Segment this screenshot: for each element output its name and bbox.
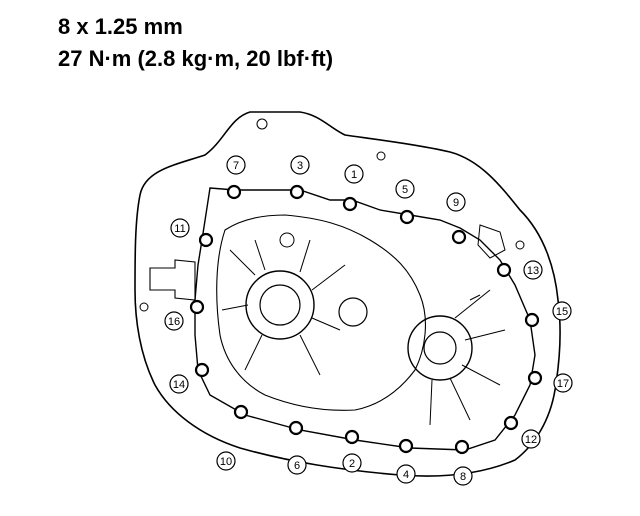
countershaft-bore	[338, 297, 368, 327]
callout-6: 6	[287, 455, 307, 475]
shift-shaft-bore	[279, 232, 295, 248]
callout-16: 16	[164, 311, 184, 331]
bolt	[524, 312, 540, 328]
bolt-size-label: 8 x 1.25 mm	[58, 14, 183, 39]
bolt	[496, 262, 512, 278]
callout-label: 16	[168, 316, 180, 328]
callout-label: 6	[294, 460, 300, 472]
torque-spec-label: 27 N·m (2.8 kg·m, 20 lbf·ft)	[58, 46, 334, 71]
callout-label: 2	[349, 458, 355, 470]
case-hole	[515, 240, 525, 250]
bolt	[344, 429, 360, 445]
callout-8: 8	[453, 466, 473, 486]
callout-label: 10	[220, 456, 232, 468]
callout-14: 14	[169, 374, 189, 394]
callout-4: 4	[396, 464, 416, 484]
callout-label: 3	[297, 160, 303, 172]
bolt	[233, 404, 249, 420]
callout-13: 13	[523, 260, 543, 280]
bolt	[342, 196, 358, 212]
callout-9: 9	[446, 192, 466, 212]
callout-label: 4	[403, 469, 409, 481]
callout-7: 7	[226, 155, 246, 175]
flange-outline	[194, 187, 536, 451]
callout-label: 1	[351, 169, 357, 181]
bolt	[198, 232, 214, 248]
callout-label: 8	[460, 471, 466, 483]
flange-bracket	[477, 224, 506, 259]
callout-2: 2	[342, 453, 362, 473]
callout-label: 5	[402, 184, 408, 196]
bolt	[399, 209, 415, 225]
callout-label: 17	[557, 378, 569, 390]
case-hole	[256, 118, 268, 130]
case-outer-outline	[134, 111, 561, 477]
case-hole	[139, 302, 149, 312]
callout-label: 13	[527, 265, 539, 277]
case-hole	[376, 151, 386, 161]
bolt	[527, 370, 543, 386]
callout-11: 11	[170, 218, 190, 238]
bolt	[454, 439, 470, 455]
bolt	[288, 420, 304, 436]
callout-label: 11	[174, 223, 185, 235]
bolt	[451, 229, 467, 245]
bolt	[398, 438, 414, 454]
bolt	[194, 362, 210, 378]
callout-12: 12	[521, 429, 541, 449]
callout-10: 10	[216, 451, 236, 471]
callout-17: 17	[553, 373, 573, 393]
bolt	[503, 415, 519, 431]
differential-bore-inner	[423, 331, 457, 365]
differential-bore	[407, 315, 473, 381]
case-ribs	[221, 239, 506, 426]
callout-5: 5	[395, 179, 415, 199]
callout-15: 15	[552, 301, 572, 321]
callout-label: 9	[453, 197, 459, 209]
inner-web-outline	[216, 214, 426, 411]
callout-label: 7	[233, 160, 239, 172]
callout-3: 3	[290, 155, 310, 175]
callout-1: 1	[344, 164, 364, 184]
mainshaft-bore	[245, 270, 315, 340]
bolt	[189, 299, 205, 315]
callout-label: 15	[556, 306, 568, 318]
callout-label: 12	[525, 434, 537, 446]
bolt	[226, 184, 242, 200]
callout-label: 14	[173, 379, 185, 391]
bolt	[289, 184, 305, 200]
bolt-set	[189, 184, 543, 455]
mainshaft-bore-inner	[259, 284, 301, 326]
mounting-bracket	[149, 259, 196, 301]
